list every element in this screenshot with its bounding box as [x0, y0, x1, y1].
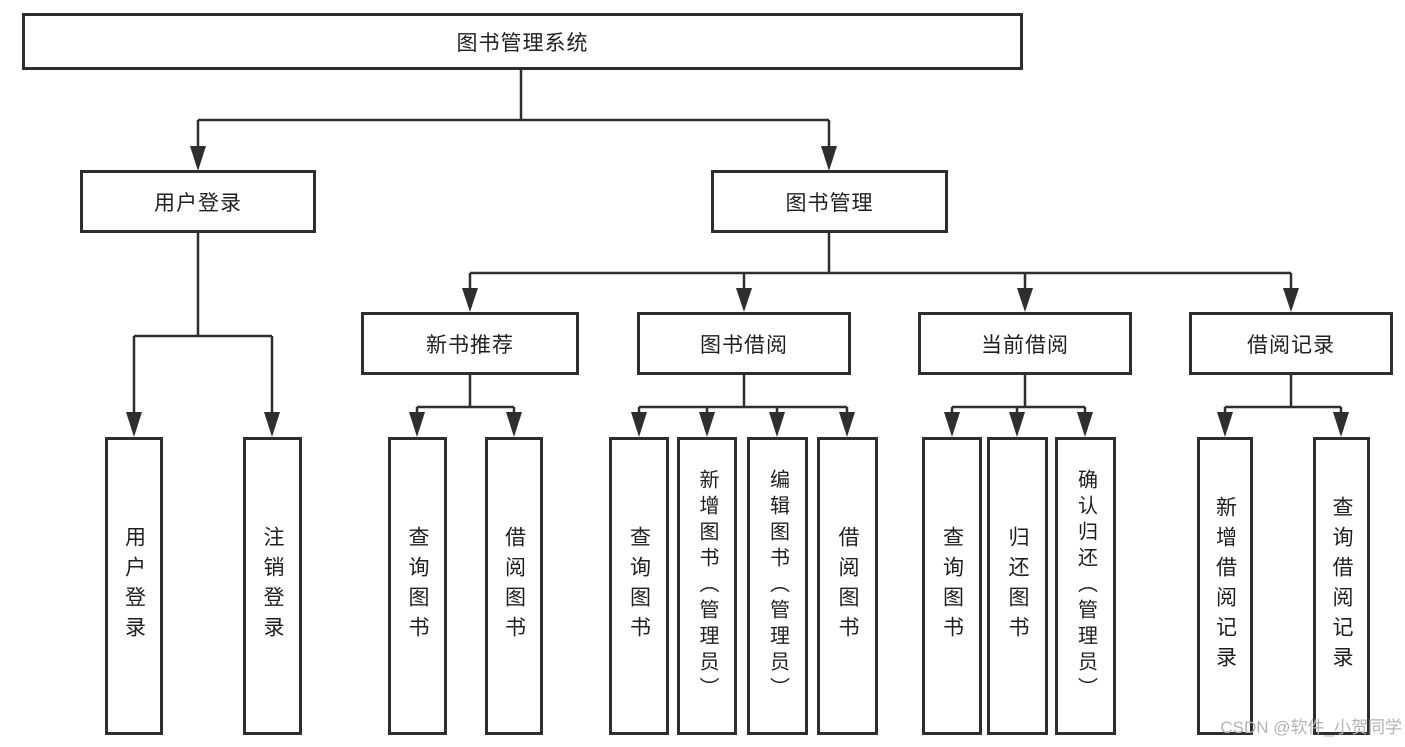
- node-label: 确认归还（管理员）: [1074, 469, 1097, 703]
- node-label: 查询图书: [627, 526, 651, 646]
- leaf-query-books-current: 查询图书: [922, 437, 982, 735]
- node-label: 查询图书: [406, 526, 429, 646]
- node-label: 编辑图书（管理员）: [766, 469, 789, 703]
- node-label: 图书管理: [785, 191, 874, 215]
- leaf-add-books-admin: 新增图书（管理员）: [677, 437, 737, 735]
- node-book-borrowing: 图书借阅: [637, 312, 851, 375]
- node-label: 借阅图书: [502, 526, 526, 646]
- leaf-query-books-borrowing: 查询图书: [609, 437, 669, 735]
- node-label: 图书管理系统: [456, 31, 589, 55]
- node-label: 用户登录: [122, 526, 146, 646]
- node-label: 图书借阅: [700, 333, 788, 357]
- leaf-borrow-books-recommend: 借阅图书: [485, 437, 543, 735]
- node-label: 新增图书（管理员）: [696, 469, 718, 703]
- node-label: 借阅记录: [1247, 333, 1335, 357]
- node-label: 用户登录: [154, 191, 242, 215]
- leaf-return-books: 归还图书: [987, 437, 1048, 735]
- node-label: 查询图书: [940, 526, 964, 646]
- node-library-management-system: 图书管理系统: [22, 13, 1023, 70]
- leaf-add-borrow-record: 新增借阅记录: [1197, 437, 1253, 735]
- leaf-logout: 注销登录: [243, 437, 302, 735]
- node-current-borrowing: 当前借阅: [918, 312, 1132, 375]
- leaf-confirm-return-admin: 确认归还（管理员）: [1055, 437, 1116, 735]
- csdn-watermark: CSDN @软件_小贺同学: [1220, 718, 1402, 737]
- node-label: 新书推荐: [426, 333, 514, 357]
- node-label: 新增借阅记录: [1213, 496, 1237, 676]
- node-label: 借阅图书: [836, 526, 859, 646]
- node-user-login: 用户登录: [80, 170, 316, 233]
- leaf-user-login: 用户登录: [105, 437, 163, 735]
- leaf-edit-books-admin: 编辑图书（管理员）: [747, 437, 808, 735]
- leaf-query-borrow-record: 查询借阅记录: [1313, 437, 1370, 735]
- node-book-management: 图书管理: [711, 170, 948, 233]
- node-label: 归还图书: [1006, 526, 1029, 646]
- node-new-book-recommendation: 新书推荐: [361, 312, 579, 375]
- node-label: 注销登录: [261, 526, 284, 646]
- node-label: 查询借阅记录: [1330, 496, 1353, 676]
- leaf-query-books-recommend: 查询图书: [388, 437, 447, 735]
- node-borrowing-records: 借阅记录: [1189, 312, 1393, 375]
- node-label: 当前借阅: [981, 333, 1069, 357]
- leaf-borrow-books: 借阅图书: [817, 437, 878, 735]
